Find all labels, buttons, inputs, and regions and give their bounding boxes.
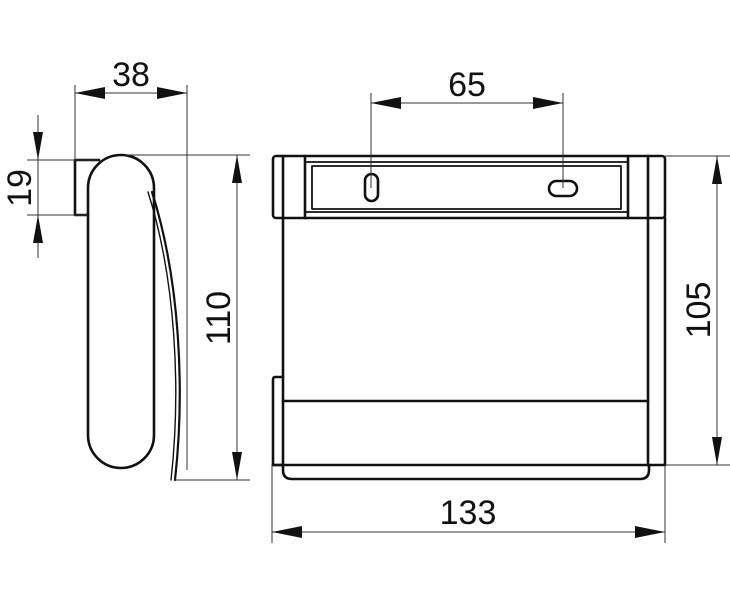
dim-side-height: 110 xyxy=(125,154,250,481)
dim-label-105: 105 xyxy=(680,282,718,339)
dim-front-width: 133 xyxy=(271,465,666,543)
bottom-left-tab xyxy=(271,375,285,467)
front-view: 65 105 133 xyxy=(271,66,730,543)
dim-label-133: 133 xyxy=(440,494,497,532)
dim-hole-spacing: 65 xyxy=(370,66,564,188)
dim-front-height: 105 xyxy=(665,155,730,466)
cover-lip xyxy=(281,463,651,481)
dim-label-38: 38 xyxy=(112,56,150,94)
dim-label-110: 110 xyxy=(200,291,238,345)
dim-side-depth: 38 xyxy=(74,56,188,470)
side-body xyxy=(86,153,156,470)
dim-bracket-height: 19 xyxy=(1,115,98,258)
dim-label-19: 19 xyxy=(1,169,39,207)
side-flap-inner xyxy=(147,191,177,481)
top-mounting-bar xyxy=(271,154,667,220)
dim-label-65: 65 xyxy=(448,66,486,104)
side-flap xyxy=(150,190,181,482)
side-view: 38 19 110 xyxy=(1,56,250,482)
